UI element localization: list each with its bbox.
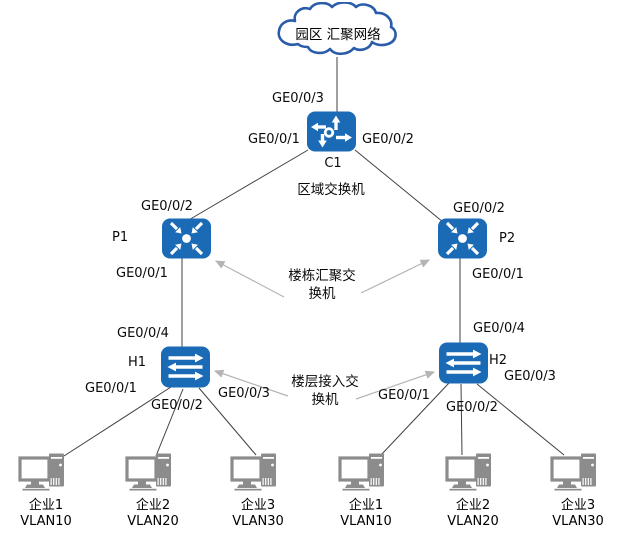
port-label-h2-2: GE0/0/2	[446, 400, 498, 415]
pc-node-1: 企业1 VLAN10	[18, 452, 74, 529]
port-label-h2-up: GE0/0/4	[473, 321, 525, 336]
note-floor-access: 楼层接入交 换机	[291, 373, 359, 409]
l3-switch-icon	[306, 111, 357, 152]
note-building-aggregation-line2: 换机	[308, 286, 336, 302]
port-label-p1-down: GE0/0/1	[116, 266, 168, 281]
pc-vlan: VLAN20	[447, 513, 499, 529]
pc-node-2: 企业2 VLAN20	[125, 452, 181, 529]
pc-name: 企业2	[455, 498, 491, 513]
desktop-pc-icon	[338, 452, 394, 496]
port-label-c1-uplink: GE0/0/3	[272, 91, 324, 106]
cloud-icon	[277, 2, 397, 56]
device-name-p1: P1	[112, 230, 129, 245]
pc-vlan: VLAN20	[127, 513, 179, 529]
device-name-c1: C1	[324, 156, 342, 171]
port-label-p1-up: GE0/0/2	[141, 199, 193, 214]
pc-node-3: 企业3 VLAN30	[230, 452, 286, 529]
desktop-pc-icon	[230, 452, 286, 496]
port-label-h1-1: GE0/0/1	[85, 381, 137, 396]
agg-switch-p2	[437, 218, 488, 259]
port-label-c1-left: GE0/0/1	[248, 132, 300, 147]
aggregation-switch-icon	[161, 218, 212, 259]
note-building-aggregation: 楼栋汇聚交 换机	[288, 267, 356, 303]
pc-name: 企业1	[348, 498, 384, 513]
device-name-h2: H2	[489, 353, 508, 368]
port-label-h1-2: GE0/0/2	[151, 398, 203, 413]
core-switch-c1	[306, 111, 357, 152]
desktop-pc-icon	[445, 452, 501, 496]
note-building-aggregation-line1: 楼栋汇聚交	[288, 268, 356, 284]
pc-vlan: VLAN30	[232, 513, 284, 529]
caption-core-switch: 区域交换机	[297, 182, 365, 198]
l2-switch-icon	[160, 346, 211, 388]
agg-switch-p1	[161, 218, 212, 259]
pc-name: 企业3	[560, 498, 596, 513]
aggregation-switch-icon	[437, 218, 488, 259]
desktop-pc-icon	[125, 452, 181, 496]
access-switch-h2	[438, 342, 489, 384]
cloud-node	[274, 2, 402, 60]
pc-node-4: 企业1 VLAN10	[338, 452, 394, 529]
note-floor-access-line1: 楼层接入交	[291, 374, 359, 390]
pc-node-6: 企业3 VLAN30	[550, 452, 606, 529]
desktop-pc-icon	[550, 452, 606, 496]
port-label-c1-right: GE0/0/2	[362, 132, 414, 147]
pc-name: 企业2	[135, 498, 171, 513]
port-label-h1-3: GE0/0/3	[218, 386, 270, 401]
access-switch-h1	[160, 346, 211, 388]
port-label-p2-down: GE0/0/1	[472, 267, 524, 282]
port-label-h2-3: GE0/0/3	[504, 369, 556, 384]
device-name-h1: H1	[128, 355, 147, 370]
desktop-pc-icon	[18, 452, 74, 496]
note-floor-access-line2: 换机	[311, 392, 339, 408]
pc-name: 企业3	[240, 498, 276, 513]
annotation-arrows	[213, 259, 436, 400]
pc-vlan: VLAN10	[340, 513, 392, 529]
pc-name: 企业1	[28, 498, 64, 513]
port-label-h2-1: GE0/0/1	[378, 388, 430, 403]
cloud-label: 园区 汇聚网络	[295, 27, 381, 43]
port-label-h1-up: GE0/0/4	[117, 326, 169, 341]
l2-switch-icon	[438, 342, 489, 384]
port-label-p2-up: GE0/0/2	[453, 201, 505, 216]
pc-vlan: VLAN30	[552, 513, 604, 529]
pc-vlan: VLAN10	[20, 513, 72, 529]
pc-node-5: 企业2 VLAN20	[445, 452, 501, 529]
device-name-p2: P2	[499, 231, 516, 246]
